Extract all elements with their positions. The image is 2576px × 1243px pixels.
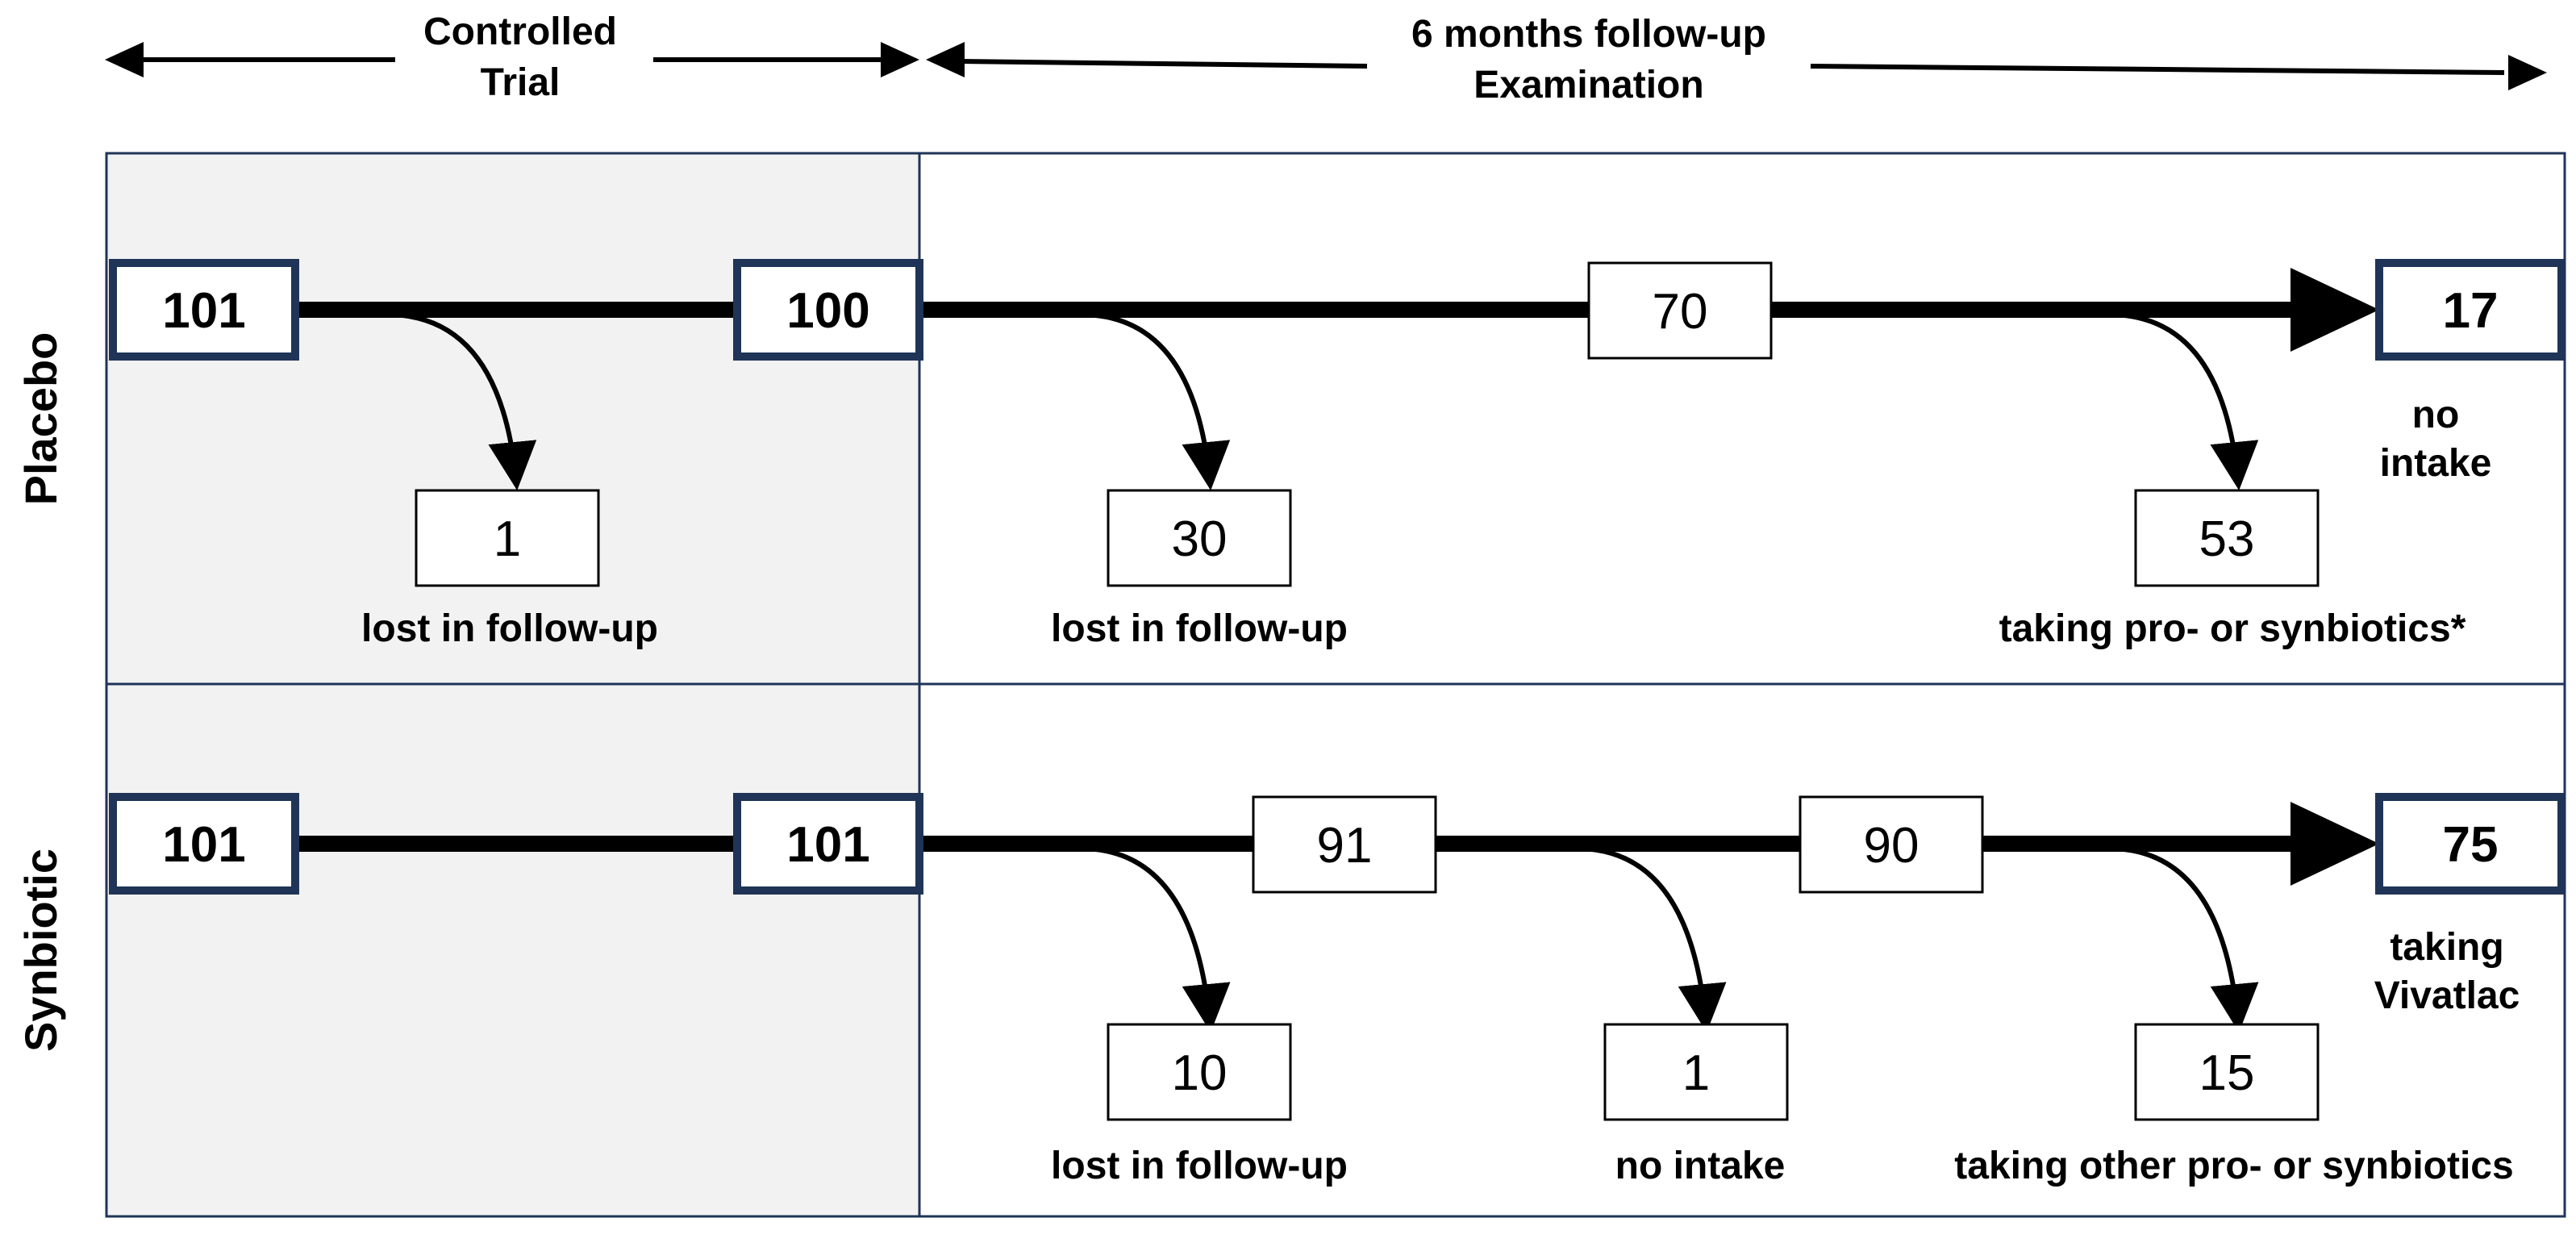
synbiotic-lost-followup-box: [1107, 1023, 1292, 1121]
row-label-placebo: Placebo: [15, 332, 66, 506]
placebo-lost-followup-value: 30: [1172, 511, 1228, 567]
synbiotic-end-trial-box: [733, 793, 923, 895]
placebo-trial-panel: [105, 152, 921, 686]
synbiotic-other-value: 15: [2199, 1045, 2255, 1101]
synbiotic-lost-followup-label: lost in follow-up: [1051, 1145, 1348, 1187]
synbiotic-other-box: [2134, 1023, 2320, 1121]
synbiotic-trial-panel: [105, 682, 921, 1218]
header-controlled-trial-arrow: [105, 42, 919, 77]
synbiotic-mid2-box: [1799, 795, 1984, 894]
placebo-end-trial-value: 100: [786, 283, 869, 339]
placebo-final-label-line1: no: [2412, 394, 2460, 436]
synbiotic-branch-arrow-1: [1080, 846, 1231, 1032]
synbiotic-followup-panel: [918, 682, 2566, 1218]
placebo-followup-panel: [918, 152, 2566, 686]
placebo-taking-label: taking pro- or synbiotics*: [1999, 607, 2466, 650]
placebo-lost-followup-box: [1107, 489, 1292, 587]
synbiotic-branch-arrow-3: [2108, 846, 2259, 1032]
placebo-branch-arrow-3: [2108, 312, 2259, 490]
header-followup-line2: Examination: [1473, 64, 1703, 106]
header-controlled-trial-line1: Controlled: [423, 10, 617, 53]
synbiotic-final-label-line1: taking: [2390, 926, 2503, 969]
header-controlled-trial-line2: Trial: [481, 61, 561, 104]
synbiotic-other-label: taking other pro- or synbiotics: [1954, 1145, 2513, 1187]
header-followup-arrow: [926, 42, 2547, 90]
placebo-final-value: 17: [2443, 283, 2499, 339]
placebo-mid-box: [1587, 261, 1773, 360]
placebo-lost-trial-label: lost in follow-up: [361, 607, 658, 650]
placebo-main-line: [295, 268, 2379, 352]
synbiotic-end-trial-value: 101: [786, 817, 869, 873]
placebo-start-box: [109, 259, 299, 361]
synbiotic-final-value: 75: [2443, 817, 2499, 873]
placebo-lost-trial-box: [415, 489, 600, 587]
row-label-synbiotic: Synbiotic: [15, 849, 66, 1052]
synbiotic-lost-followup-value: 10: [1172, 1045, 1228, 1101]
placebo-lost-trial-value: 1: [494, 511, 521, 567]
placebo-mid-value: 70: [1653, 284, 1708, 340]
synbiotic-no-intake-box: [1603, 1023, 1789, 1121]
synbiotic-mid1-value: 91: [1317, 818, 1373, 874]
synbiotic-start-value: 101: [162, 817, 245, 873]
synbiotic-final-box: [2375, 793, 2566, 895]
synbiotic-no-intake-value: 1: [1682, 1045, 1710, 1101]
placebo-branch-arrow-1: [386, 312, 537, 490]
synbiotic-mid2-value: 90: [1864, 818, 1919, 874]
synbiotic-mid1-box: [1252, 795, 1437, 894]
synbiotic-no-intake-label: no intake: [1615, 1145, 1786, 1187]
placebo-branch-arrow-2: [1080, 312, 1231, 490]
synbiotic-final-label-line2: Vivatlac: [2374, 974, 2520, 1017]
placebo-lost-followup-label: lost in follow-up: [1051, 607, 1348, 650]
placebo-start-value: 101: [162, 283, 245, 339]
synbiotic-branch-arrow-2: [1576, 846, 1727, 1032]
placebo-taking-value: 53: [2199, 511, 2255, 567]
placebo-final-box: [2375, 259, 2566, 361]
placebo-end-trial-box: [733, 259, 923, 361]
placebo-final-label-line2: intake: [2380, 442, 2492, 485]
placebo-taking-box: [2134, 489, 2320, 587]
header-followup-line1: 6 months follow-up: [1411, 13, 1766, 56]
synbiotic-start-box: [109, 793, 299, 895]
